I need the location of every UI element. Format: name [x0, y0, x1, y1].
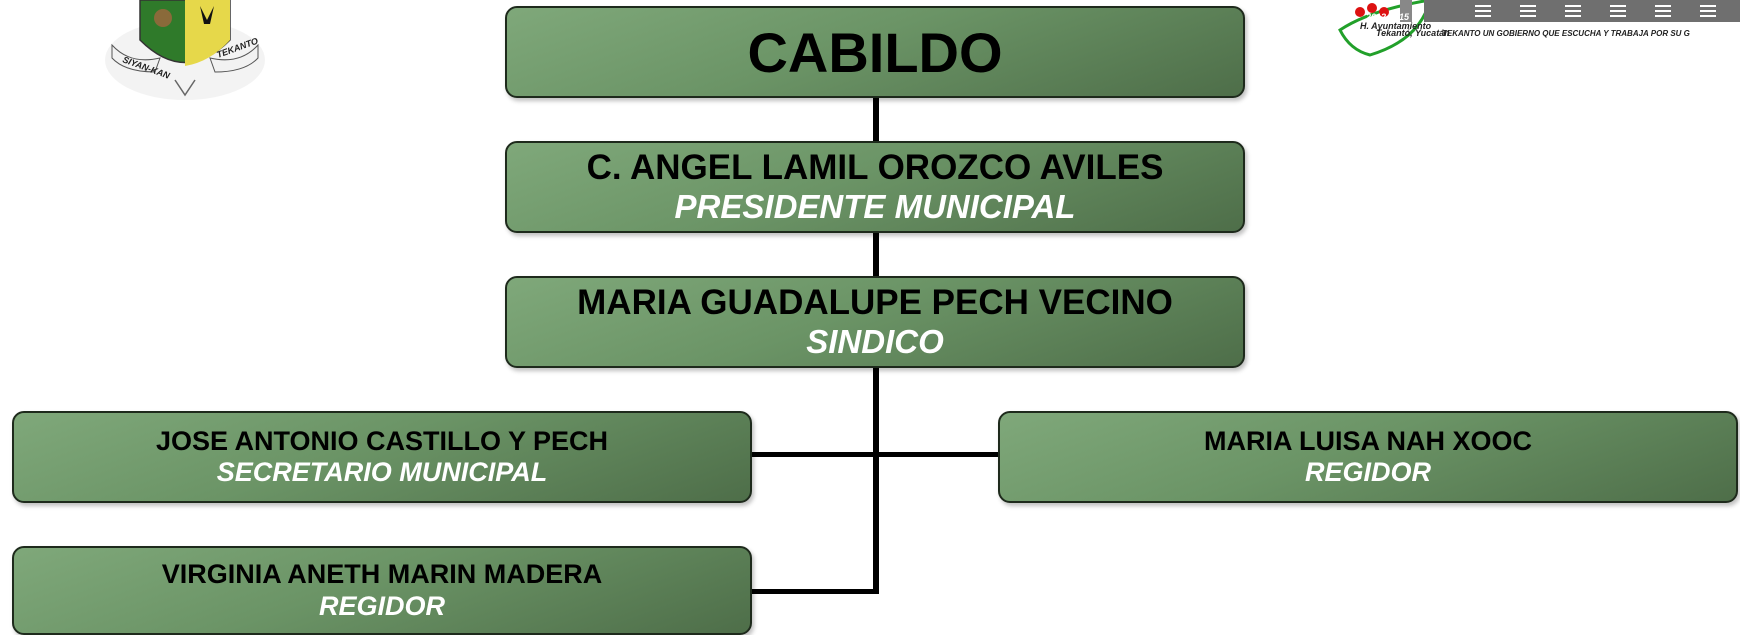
- node-name: MARIA GUADALUPE PECH VECINO: [577, 282, 1173, 322]
- municipal-coat-of-arms-logo: SIYAN-KAN TEKANTO: [105, 0, 265, 100]
- node-name: C. ANGEL LAMIL OROZCO AVILES: [586, 147, 1164, 187]
- slogan-text: TEKANTO UN GOBIERNO QUE ESCUCHA Y TRABAJ…: [1442, 29, 1690, 38]
- node-secretario-municipal: JOSE ANTONIO CASTILLO Y PECH SECRETARIO …: [12, 411, 752, 503]
- place-text: Tekantó, Yucatán: [1376, 28, 1450, 38]
- node-regidor-1: MARIA LUISA NAH XOOC REGIDOR: [998, 411, 1738, 503]
- node-role: SINDICO: [806, 323, 944, 361]
- cabildo-title-box: CABILDO: [505, 6, 1245, 98]
- node-name: JOSE ANTONIO CASTILLO Y PECH: [155, 425, 609, 456]
- node-sindico: MARIA GUADALUPE PECH VECINO SINDICO: [505, 276, 1245, 368]
- node-role: SECRETARIO MUNICIPAL: [216, 457, 548, 487]
- node-name: MARIA LUISA NAH XOOC: [1204, 425, 1532, 456]
- org-text: H. Ayuntamiento: [1360, 21, 1432, 31]
- connector-cabildo-presidente: [873, 96, 879, 142]
- ayuntamiento-banner-logo: 2012-2015 H. Ayuntamiento Tekantó, Yucat…: [1338, 0, 1740, 57]
- node-role: REGIDOR: [318, 590, 445, 621]
- node-role: REGIDOR: [1304, 457, 1431, 487]
- connector-branch-level1: [750, 452, 1000, 457]
- years-text: 2012-2015: [1365, 12, 1410, 22]
- org-chart-title: CABILDO: [747, 20, 1003, 84]
- node-name: VIRGINIA ANETH MARIN MADERA: [161, 559, 603, 590]
- connector-trunk: [873, 366, 879, 594]
- node-role: PRESIDENTE MUNICIPAL: [674, 188, 1076, 226]
- connector-branch-level2: [750, 589, 879, 594]
- node-regidor-2: VIRGINIA ANETH MARIN MADERA REGIDOR: [12, 546, 752, 635]
- node-presidente-municipal: C. ANGEL LAMIL OROZCO AVILES PRESIDENTE …: [505, 141, 1245, 233]
- connector-presidente-sindico: [873, 231, 879, 277]
